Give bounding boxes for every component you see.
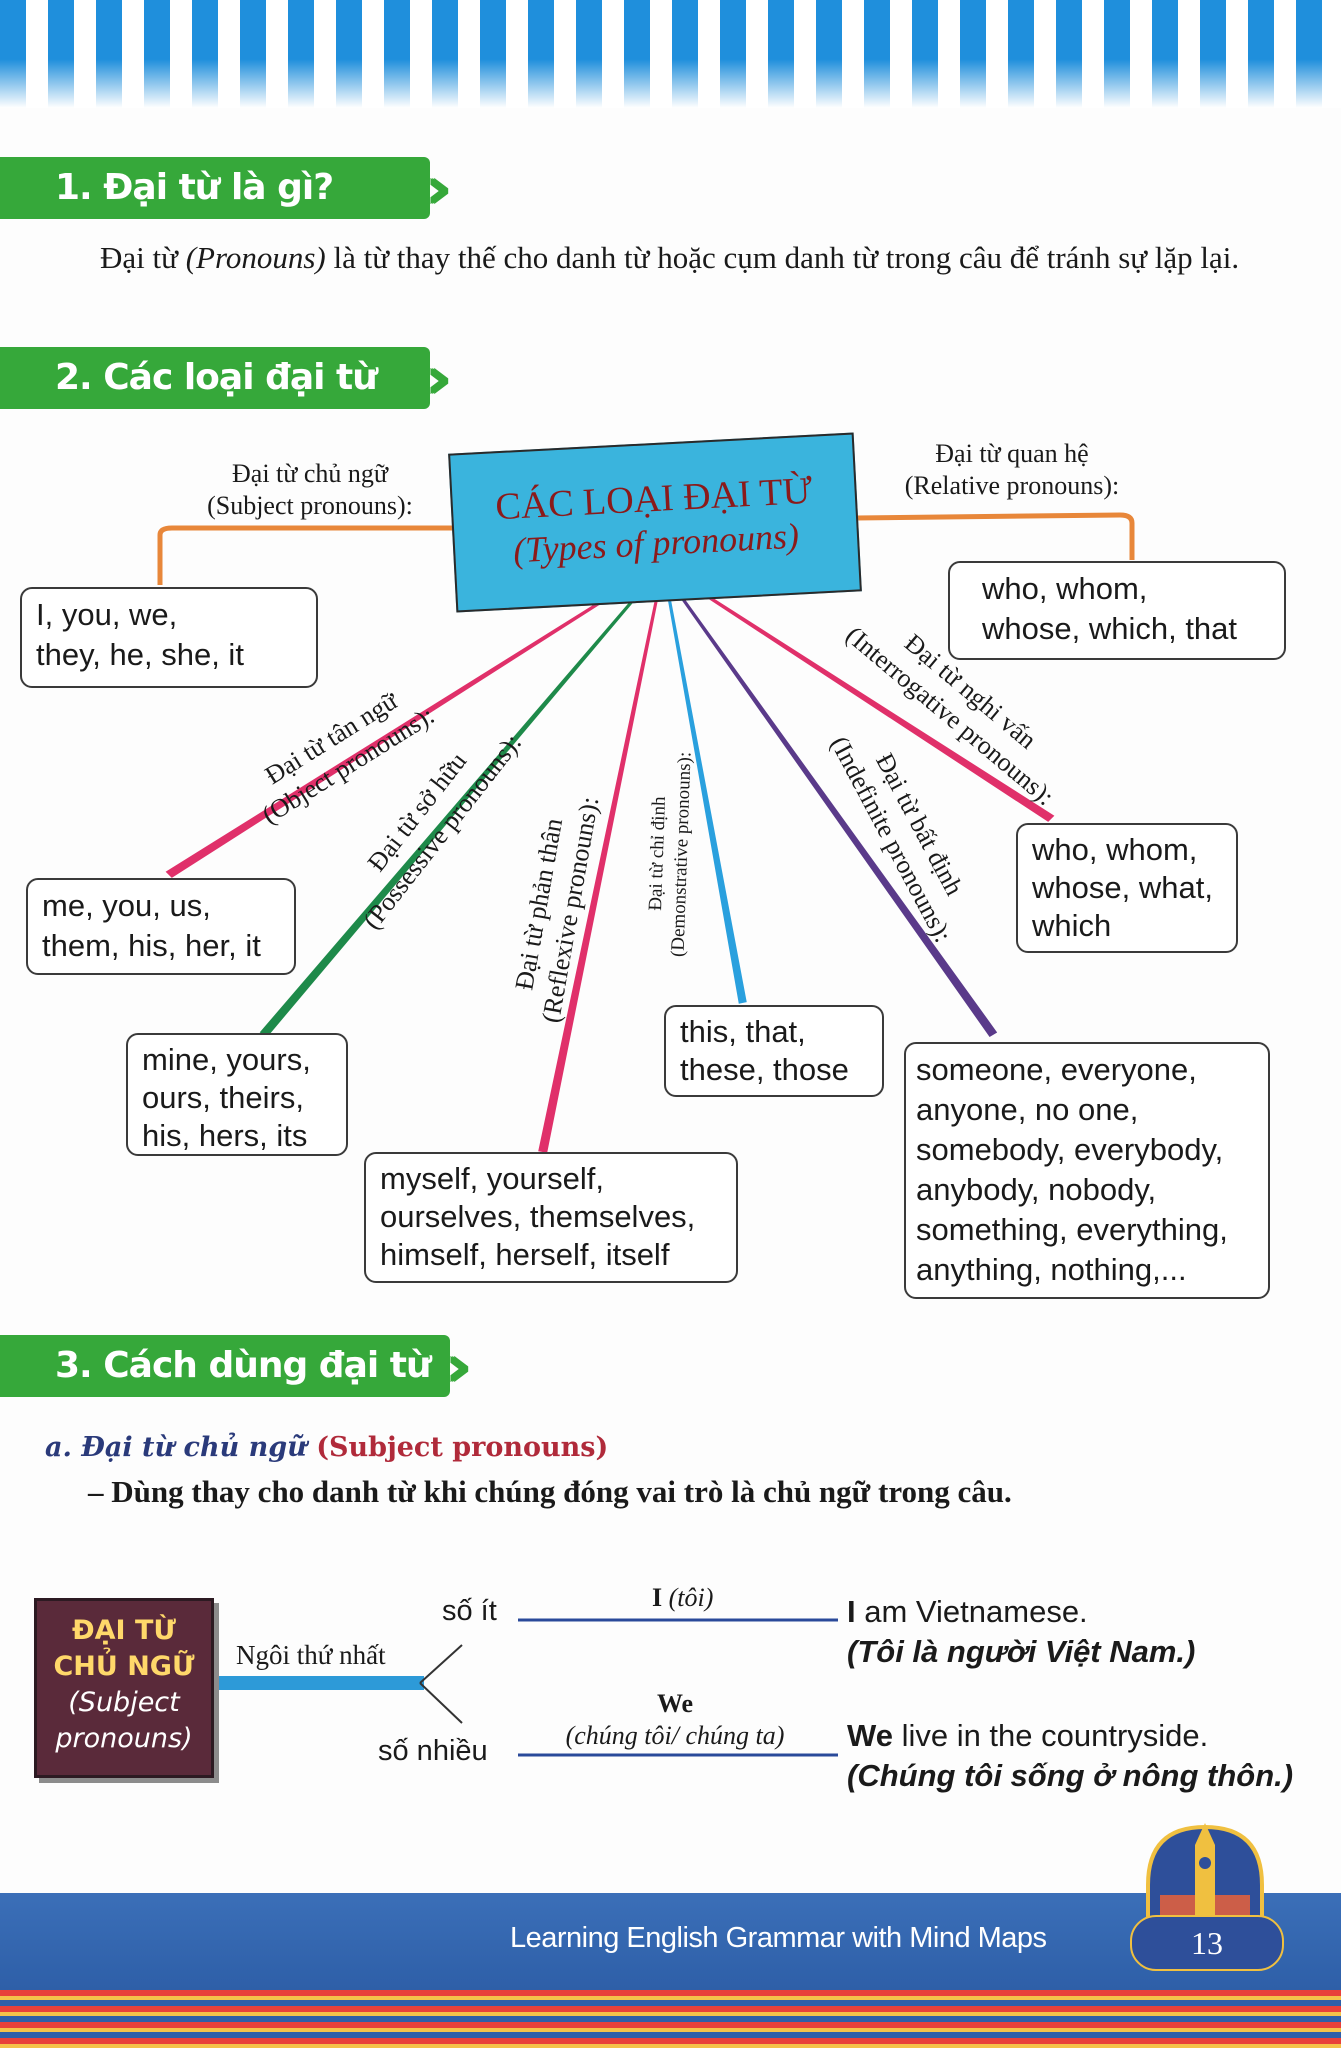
- demonstrative-label: Đại từ chỉ định (Demonstrative pronouns)…: [641, 723, 698, 985]
- indefinite-box-line: someone, everyone,: [916, 1052, 1197, 1087]
- section3-title: 3. Cách dùng đại từ: [55, 1345, 432, 1386]
- possessive-pronouns-box: mine, yours, ours, theirs, his, hers, it…: [126, 1033, 348, 1156]
- interrogative-box-line: who, whom,: [1032, 832, 1198, 867]
- reflexive-box-line: ourselves, themselves,: [380, 1199, 696, 1234]
- relative-branch: [855, 512, 1135, 560]
- indefinite-pronouns-box: someone, everyone, anyone, no one, someb…: [904, 1042, 1270, 1299]
- mindmap-center-node: CÁC LOẠI ĐẠI TỪ (Types of pronouns): [448, 432, 862, 613]
- example1-bold: I: [847, 1594, 856, 1629]
- relative-label-en: (Relative pronouns):: [904, 471, 1120, 500]
- node-line: (Subject: [68, 1687, 180, 1718]
- subject-box-line: I, you, we,: [36, 597, 178, 632]
- subject-box-line: they, he, she, it: [36, 637, 244, 672]
- subject-branch: [157, 525, 460, 585]
- page-number: 13: [1191, 1925, 1223, 1961]
- pronoun-we: We: [656, 1689, 694, 1718]
- demonstrative-pronouns-box: this, that, these, those: [664, 1005, 884, 1097]
- chevron-right-icon: ›››: [425, 154, 452, 222]
- section2-title: 2. Các loại đại từ: [55, 357, 378, 398]
- interrogative-pronouns-box: who, whom, whose, what, which: [1016, 823, 1238, 953]
- singular-pronoun: I (tôi): [652, 1583, 713, 1613]
- example-plural: We live in the countryside. (Chúng tôi s…: [847, 1716, 1293, 1796]
- top-stripe-decoration: [0, 0, 1341, 108]
- relative-label-vi: Đại từ quan hệ: [935, 439, 1089, 468]
- object-box-line: them, his, her, it: [42, 928, 261, 963]
- reflexive-pronouns-box: myself, yourself, ourselves, themselves,…: [364, 1152, 738, 1283]
- interrogative-box-line: whose, what,: [1032, 870, 1213, 905]
- branch-lower: [419, 1682, 463, 1724]
- example1-text: am Vietnamese.: [855, 1594, 1088, 1629]
- definition-english-term: (Pronouns): [185, 240, 326, 275]
- chevron-right-icon: ›››: [445, 1332, 472, 1400]
- node-line: ĐẠI TỪ: [72, 1615, 176, 1646]
- indefinite-box-line: anything, nothing,...: [916, 1252, 1187, 1287]
- mindmap-branches: [157, 512, 1135, 1153]
- chevron-right-icon: ›››: [425, 344, 452, 412]
- branch-upper: [419, 1644, 463, 1684]
- demonstrative-box-line: this, that,: [680, 1014, 806, 1049]
- object-pronouns-box: me, you, us, them, his, her, it: [26, 878, 296, 975]
- example-singular: I am Vietnamese. (Tôi là người Việt Nam.…: [847, 1592, 1195, 1672]
- pronoun-i: I: [652, 1583, 663, 1612]
- demonstrative-box-line: these, those: [680, 1052, 849, 1087]
- subsection-a-english: (Subject pronouns): [316, 1432, 609, 1463]
- section2-banner: 2. Các loại đại từ: [0, 347, 430, 409]
- example2-translation: (Chúng tôi sống ở nông thôn.): [847, 1758, 1294, 1793]
- pronoun-we-gloss: (chúng tôi/ chúng ta): [565, 1721, 785, 1750]
- first-person-label: Ngôi thứ nhất: [236, 1640, 386, 1670]
- possessive-box-line: ours, theirs,: [142, 1080, 304, 1115]
- book-title: Learning English Grammar with Mind Maps: [510, 1922, 1047, 1954]
- definition-part1: Đại từ: [100, 240, 186, 275]
- singular-label: số ít: [442, 1595, 497, 1627]
- subject-label-en: (Subject pronouns):: [207, 491, 413, 520]
- page-number-badge: 13: [1130, 1915, 1284, 1971]
- possessive-box-line: his, hers, its: [142, 1118, 308, 1153]
- possessive-box-line: mine, yours,: [142, 1042, 311, 1077]
- indefinite-branch: [673, 587, 998, 1038]
- plural-pronoun: We (chúng tôi/ chúng ta): [550, 1688, 800, 1752]
- subject-pronouns-node: ĐẠI TỪ CHỦ NGỮ (Subject pronouns): [34, 1598, 214, 1778]
- subject-label-vi: Đại từ chủ ngữ: [232, 459, 388, 488]
- section3-banner: 3. Cách dùng đại từ: [0, 1335, 450, 1397]
- relative-label: Đại từ quan hệ (Relative pronouns):: [862, 438, 1162, 502]
- demonstrative-branch: [666, 591, 747, 1004]
- footer-stripes: [0, 1990, 1341, 2048]
- reflexive-box-line: himself, herself, itself: [380, 1237, 670, 1272]
- indefinite-box-line: something, everything,: [916, 1212, 1228, 1247]
- object-box-line: me, you, us,: [42, 888, 211, 923]
- node-line: pronouns): [55, 1723, 193, 1754]
- footer-band: [0, 1893, 1341, 1990]
- plural-label: số nhiều: [378, 1735, 488, 1767]
- diagram-main-bar: [214, 1676, 424, 1690]
- section1-title: 1. Đại từ là gì?: [55, 167, 334, 208]
- subject-label: Đại từ chủ ngữ (Subject pronouns):: [175, 458, 445, 522]
- object-branch: [165, 588, 621, 878]
- example2-bold: We: [847, 1718, 893, 1753]
- example1-translation: (Tôi là người Việt Nam.): [847, 1634, 1196, 1669]
- subsection-a-text: – Dùng thay cho danh từ khi chúng đóng v…: [88, 1474, 1012, 1509]
- node-line: CHỦ NGỮ: [53, 1651, 195, 1682]
- definition-part2: là từ thay thế cho danh từ hoặc cụm danh…: [325, 240, 1240, 275]
- indefinite-box-line: anybody, nobody,: [916, 1172, 1157, 1207]
- indefinite-box-line: somebody, everybody,: [916, 1132, 1224, 1167]
- reflexive-box-line: myself, yourself,: [380, 1161, 604, 1196]
- section1-definition: Đại từ (Pronouns) là từ thay thế cho dan…: [55, 237, 1285, 279]
- relative-pronouns-box: who, whom, whose, which, that: [948, 561, 1286, 660]
- example2-text: live in the countryside.: [892, 1718, 1209, 1753]
- subsection-a-prefix: a. Đại từ chủ ngữ: [45, 1432, 317, 1463]
- reflexive-branch: [538, 591, 660, 1153]
- interrogative-box-line: which: [1032, 908, 1112, 943]
- pronoun-i-gloss: (tôi): [668, 1583, 714, 1612]
- relative-box-line: who, whom,: [982, 571, 1148, 606]
- section1-banner: 1. Đại từ là gì?: [0, 157, 430, 219]
- indefinite-box-line: anyone, no one,: [916, 1092, 1139, 1127]
- subject-pronouns-box: I, you, we, they, he, she, it: [20, 587, 318, 688]
- subject-diagram-lines: [214, 1618, 838, 1757]
- interrogative-branch: [689, 583, 1055, 822]
- relative-box-line: whose, which, that: [982, 611, 1238, 646]
- subsection-a-heading: a. Đại từ chủ ngữ (Subject pronouns): [45, 1432, 608, 1463]
